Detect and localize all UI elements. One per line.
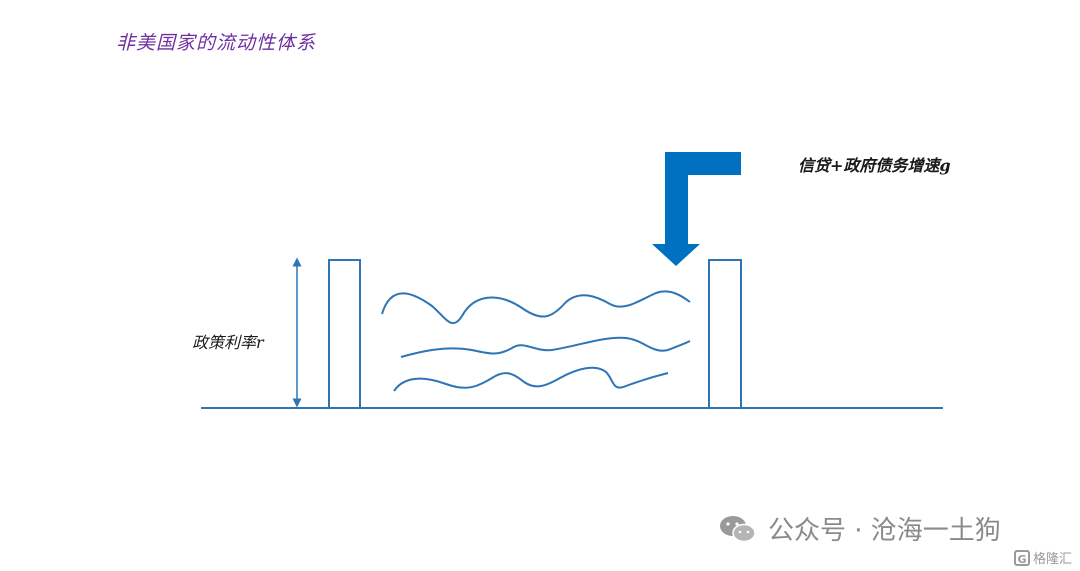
left-wall xyxy=(328,259,361,409)
corner-logo-text: 格隆汇 xyxy=(1032,552,1072,567)
watermark: 公众号 · 沧海一土狗 xyxy=(718,510,1001,547)
policy-rate-label: 政策利率r xyxy=(192,333,264,352)
liquidity-wave-1 xyxy=(381,290,691,325)
corner-logo: G 格隆汇 xyxy=(1013,548,1072,567)
right-wall xyxy=(708,259,742,409)
liquidity-wave-2 xyxy=(400,336,691,358)
growth-label: 信贷+政府债务增速g xyxy=(798,156,951,175)
corner-logo-mark: G xyxy=(1013,549,1030,566)
watermark-text: 公众号 · 沧海一土狗 xyxy=(768,516,1001,546)
page-title: 非美国家的流动性体系 xyxy=(116,32,317,54)
liquidity-wave-3 xyxy=(393,366,669,392)
growth-arrow xyxy=(652,152,741,266)
wechat-icon xyxy=(720,515,756,542)
